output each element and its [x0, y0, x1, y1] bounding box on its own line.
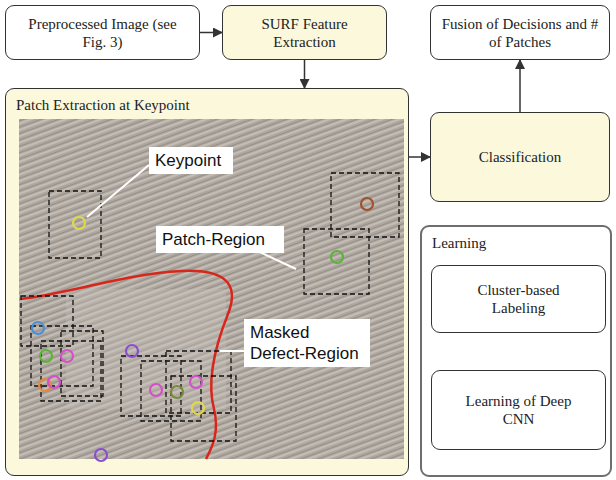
callout-label: Patch-Region [156, 226, 284, 253]
surface-image [19, 119, 404, 459]
flow-arrow [304, 60, 306, 88]
patch-panel: Patch Extraction at KeypointKeypointPatc… [5, 88, 409, 476]
defect-contour [21, 271, 232, 459]
box-label: Cluster-based Labeling [461, 281, 576, 317]
keypoints [32, 198, 373, 461]
box-label: Preprocessed Image (see Fig. 3) [28, 15, 178, 51]
panel-heading: Patch Extraction at Keypoint [16, 97, 190, 114]
input-box: Preprocessed Image (see Fig. 3) [5, 5, 200, 60]
callout-label: Keypoint [149, 147, 233, 174]
process-box: SURF Feature Extraction [222, 5, 387, 60]
box-label: SURF Feature Extraction [245, 15, 365, 51]
learning-panel: LearningCluster-based LabelingLearning o… [420, 225, 612, 477]
flow-arrow [200, 32, 222, 34]
box-label: Classification [479, 148, 562, 166]
output-box: Fusion of Decisions and # of Patches [430, 5, 610, 60]
patch-regions [21, 173, 399, 441]
callout-label: Masked Defect-Region [244, 319, 370, 367]
process-box: Cluster-based Labeling [431, 265, 606, 333]
box-label: Fusion of Decisions and # of Patches [440, 15, 600, 51]
box-label: Learning of Deep CNN [464, 392, 574, 428]
process-box: Learning of Deep CNN [431, 370, 606, 450]
flow-arrow [519, 60, 521, 112]
panel-heading: Learning [432, 235, 486, 252]
light-area [66, 289, 226, 409]
process-box: Classification [430, 112, 610, 202]
flow-arrow [409, 156, 430, 158]
